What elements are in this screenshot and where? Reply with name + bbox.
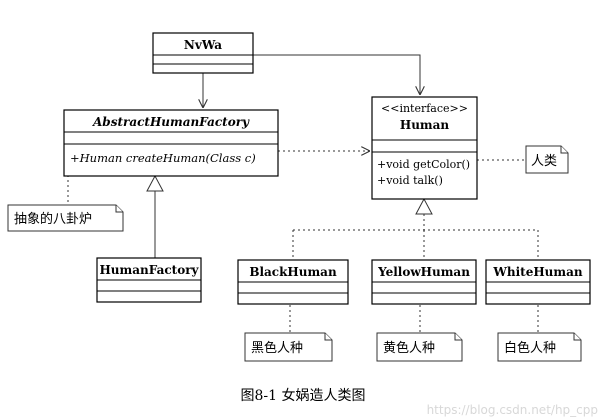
class-human-factory: HumanFactory (96, 257, 202, 303)
note-factory: 抽象的八卦炉 (7, 204, 124, 232)
note-black-human: 黑色人种 (244, 332, 333, 362)
watermark-text: https://blog.csdn.net/hp_cpp (427, 403, 598, 417)
nvwa-to-human-assoc (253, 54, 420, 95)
note-yellow-human: 黄色人种 (376, 332, 463, 362)
note-yellow-text: 黄色人种 (383, 340, 435, 356)
note-white-text: 白色人种 (504, 340, 556, 356)
class-white-human-name: WhiteHuman (492, 265, 582, 279)
humanfactory-generalization-triangle (146, 174, 164, 192)
interface-human-method-talk: +void talk() (377, 174, 443, 187)
class-nvwa: NvWa (152, 32, 254, 74)
interface-human-method-getcolor: +void getColor() (377, 158, 470, 171)
figure-caption: 图8-1 女娲造人类图 (241, 387, 366, 404)
class-abstract-factory-name: AbstractHumanFactory (92, 115, 250, 129)
note-human-text: 人类 (531, 154, 557, 169)
class-nvwa-name: NvWa (184, 38, 222, 52)
class-black-human: BlackHuman (237, 259, 349, 305)
human-realization-triangle (415, 197, 433, 215)
class-white-human: WhiteHuman (485, 259, 591, 305)
interface-human: <<interface>> Human +void getColor() +vo… (371, 96, 478, 200)
class-yellow-human: YellowHuman (371, 259, 477, 305)
interface-human-stereotype: <<interface>> (381, 102, 468, 115)
class-human-factory-name: HumanFactory (99, 263, 199, 277)
note-black-text: 黑色人种 (251, 340, 303, 356)
note-factory-text: 抽象的八卦炉 (14, 211, 92, 227)
note-human: 人类 (525, 145, 569, 174)
class-black-human-name: BlackHuman (249, 265, 337, 279)
interface-human-name: Human (400, 118, 450, 132)
class-abstract-factory-method: +Human createHuman(Class c) (70, 151, 256, 165)
note-white-human: 白色人种 (497, 332, 582, 362)
class-yellow-human-name: YellowHuman (377, 265, 470, 279)
class-abstract-human-factory: AbstractHumanFactory +Human createHuman(… (63, 109, 279, 177)
